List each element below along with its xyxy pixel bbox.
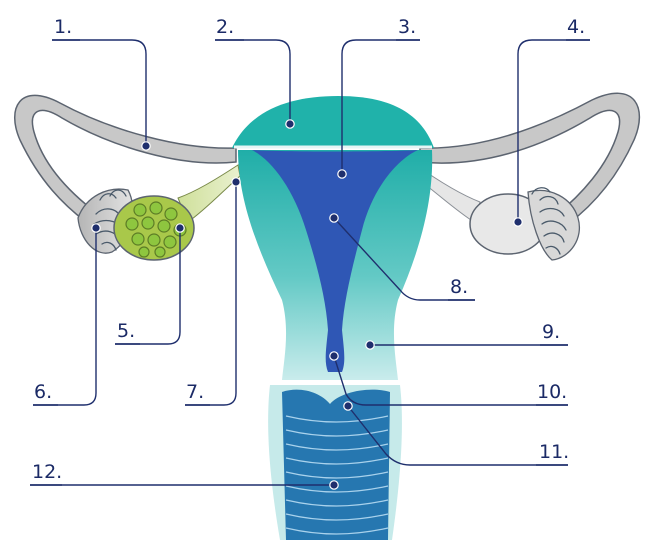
label-7: 7.: [186, 381, 204, 403]
vagina: [282, 390, 390, 540]
label-9: 9.: [542, 321, 560, 343]
label-8: 8.: [450, 276, 468, 298]
label-10: 10.: [537, 381, 567, 403]
label-3: 3.: [398, 16, 416, 38]
label-2: 2.: [216, 16, 234, 38]
label-1: 1.: [54, 16, 72, 38]
label-5: 5.: [117, 320, 135, 342]
label-11: 11.: [539, 441, 569, 463]
label-6: 6.: [34, 381, 52, 403]
uterine-fundus: [232, 96, 434, 148]
right-fimbriae: [528, 188, 579, 260]
label-12: 12.: [32, 461, 62, 483]
label-4: 4.: [567, 16, 585, 38]
